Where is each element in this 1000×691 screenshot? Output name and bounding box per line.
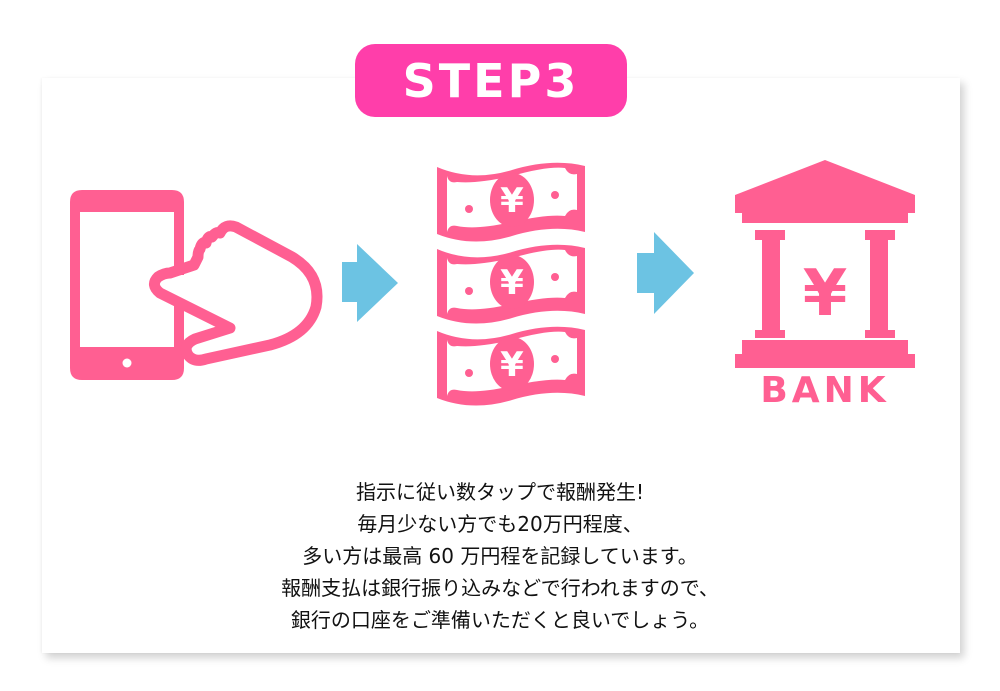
bank-base-bottom xyxy=(735,354,915,368)
bank-roof xyxy=(735,160,915,213)
smartphone-tap-icon xyxy=(70,190,323,380)
yen-banknotes-icon: ¥ ¥ ¥ xyxy=(437,162,585,406)
description-line: 指示に従い数タップで報酬発生! xyxy=(355,480,645,504)
bank-label: BANK xyxy=(760,370,889,410)
description: 指示に従い数タップで報酬発生! 毎月少ない方でも20万円程度、 多い方は最高 6… xyxy=(0,476,1000,636)
banknote-yen-1: ¥ xyxy=(500,181,524,221)
arrow-right-icon xyxy=(342,244,398,322)
description-line: 報酬支払は銀行振り込みなどで行われますので、 xyxy=(281,576,719,600)
smartphone-body xyxy=(70,190,184,380)
bank-base-top xyxy=(742,340,908,354)
arrow-right-icon xyxy=(637,232,694,314)
description-line: 毎月少ない方でも20万円程度、 xyxy=(357,512,643,536)
banknote-yen-2: ¥ xyxy=(500,263,524,303)
banknote-yen-3: ¥ xyxy=(500,345,524,385)
tapping-hand xyxy=(149,220,323,366)
home-button xyxy=(122,358,132,368)
step-label: STEP3 xyxy=(402,53,580,108)
step-badge: STEP3 xyxy=(355,44,627,117)
bank-roof-base xyxy=(742,213,908,223)
description-line: 多い方は最高 60 万円程を記録しています。 xyxy=(302,544,698,568)
bank-pillar-left xyxy=(755,230,785,240)
bank-icon: ¥ BANK xyxy=(735,160,915,410)
bank-yen-symbol: ¥ xyxy=(803,257,848,331)
bank-pillar-right xyxy=(865,230,895,240)
description-line: 銀行の口座をご準備いただくと良いでしょう。 xyxy=(290,608,710,632)
